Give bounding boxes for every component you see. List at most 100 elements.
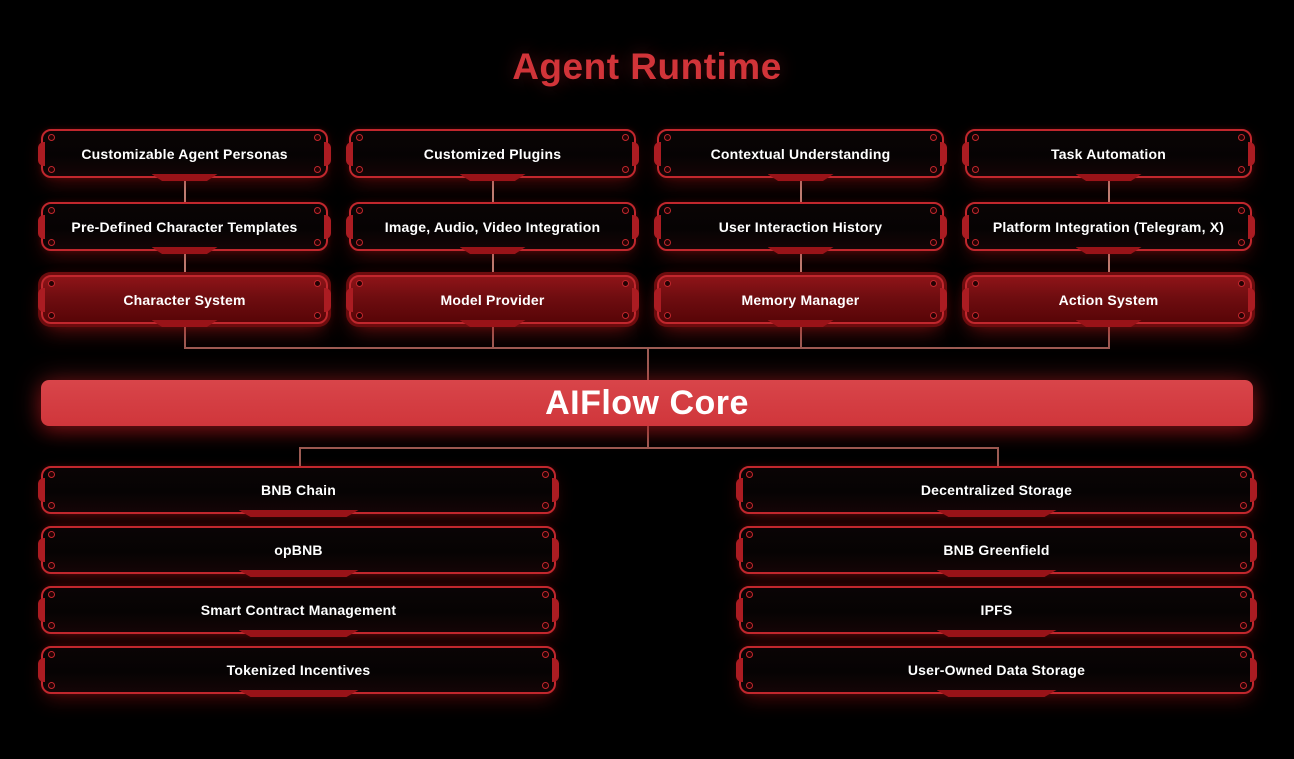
runtime-column-4: Task Automation Platform Integration (Te… xyxy=(962,129,1255,327)
bottom-notch xyxy=(767,174,834,181)
rivet-icon xyxy=(314,239,321,246)
rivet-icon xyxy=(48,239,55,246)
bottom-notch xyxy=(1075,320,1142,327)
rivet-icon xyxy=(1238,280,1245,287)
rivet-icon xyxy=(972,166,979,173)
node-contextual-understanding: Contextual Understanding xyxy=(654,129,947,181)
bottom-notch xyxy=(1075,247,1142,254)
rivet-icon xyxy=(746,622,753,629)
rivet-icon xyxy=(622,312,629,319)
rivet-icon xyxy=(972,207,979,214)
rivet-icon xyxy=(48,280,55,287)
node-character-system: Character System xyxy=(38,275,331,327)
side-tab xyxy=(1248,214,1255,239)
connector-col4-to-bus xyxy=(1108,324,1110,347)
rivet-icon xyxy=(1238,312,1245,319)
node-pre-defined-character-templates: Pre-Defined Character Templates xyxy=(38,202,331,254)
runtime-column-3: Contextual Understanding User Interactio… xyxy=(654,129,947,327)
rivet-icon xyxy=(356,207,363,214)
node-label: IPFS xyxy=(980,602,1013,618)
side-tab xyxy=(552,538,559,562)
node-label: User Interaction History xyxy=(718,218,883,235)
rivet-icon xyxy=(664,134,671,141)
side-tab xyxy=(38,287,45,312)
rivet-icon xyxy=(356,312,363,319)
connector-col2-row2-row3 xyxy=(492,251,494,276)
side-tab xyxy=(1250,538,1257,562)
node-label: Smart Contract Management xyxy=(200,602,397,618)
side-tab xyxy=(552,598,559,622)
rivet-icon xyxy=(314,134,321,141)
rivet-icon xyxy=(1238,134,1245,141)
node-user-interaction-history: User Interaction History xyxy=(654,202,947,254)
node-label: opBNB xyxy=(274,542,323,558)
aiflow-core-label: AIFlow Core xyxy=(545,383,749,422)
side-tab xyxy=(324,214,331,239)
side-tab xyxy=(346,141,353,166)
node-label: Action System xyxy=(1058,291,1159,308)
rivet-icon xyxy=(746,531,753,538)
rivet-icon xyxy=(1240,562,1247,569)
side-tab xyxy=(632,141,639,166)
node-customizable-agent-personas: Customizable Agent Personas xyxy=(38,129,331,181)
node-decentralized-storage: Decentralized Storage xyxy=(736,466,1257,517)
bottom-notch xyxy=(459,320,526,327)
node-platform-integration: Platform Integration (Telegram, X) xyxy=(962,202,1255,254)
rivet-icon xyxy=(356,134,363,141)
connector-col4-row1-row2 xyxy=(1108,178,1110,203)
side-tab xyxy=(552,658,559,682)
side-tab xyxy=(632,214,639,239)
rivet-icon xyxy=(356,166,363,173)
side-tab xyxy=(324,141,331,166)
side-tab xyxy=(552,478,559,502)
bottom-notch xyxy=(936,570,1057,577)
bottom-notch xyxy=(238,510,359,517)
node-model-provider: Model Provider xyxy=(346,275,639,327)
side-tab xyxy=(940,287,947,312)
rivet-icon xyxy=(48,591,55,598)
rivet-icon xyxy=(542,502,549,509)
rivet-icon xyxy=(314,166,321,173)
node-label: User-Owned Data Storage xyxy=(907,662,1086,678)
connector-bus-to-right-column xyxy=(997,447,999,466)
bottom-notch xyxy=(459,174,526,181)
node-ipfs: IPFS xyxy=(736,586,1257,637)
node-label: Platform Integration (Telegram, X) xyxy=(992,218,1225,235)
rivet-icon xyxy=(356,280,363,287)
side-tab xyxy=(654,141,661,166)
rivet-icon xyxy=(930,239,937,246)
aiflow-core-bar: AIFlow Core xyxy=(41,380,1253,426)
node-task-automation: Task Automation xyxy=(962,129,1255,181)
rivet-icon xyxy=(622,280,629,287)
rivet-icon xyxy=(542,591,549,598)
rivet-icon xyxy=(542,531,549,538)
rivet-icon xyxy=(1240,502,1247,509)
rivet-icon xyxy=(1238,239,1245,246)
rivet-icon xyxy=(664,166,671,173)
side-tab xyxy=(632,287,639,312)
side-tab xyxy=(1250,478,1257,502)
rivet-icon xyxy=(48,651,55,658)
node-label: Pre-Defined Character Templates xyxy=(71,218,298,235)
rivet-icon xyxy=(664,280,671,287)
bottom-notch xyxy=(936,690,1057,697)
node-label: BNB Greenfield xyxy=(943,542,1050,558)
bottom-notch xyxy=(238,690,359,697)
node-label: Memory Manager xyxy=(741,291,860,308)
side-tab xyxy=(38,538,45,562)
infrastructure-right-column: Decentralized Storage BNB Greenfield IPF… xyxy=(736,466,1257,697)
node-tokenized-incentives: Tokenized Incentives xyxy=(38,646,559,697)
side-tab xyxy=(1248,141,1255,166)
node-opbnb: opBNB xyxy=(38,526,559,577)
rivet-icon xyxy=(48,502,55,509)
side-tab xyxy=(962,214,969,239)
side-tab xyxy=(346,287,353,312)
rivet-icon xyxy=(1238,166,1245,173)
rivet-icon xyxy=(664,239,671,246)
side-tab xyxy=(38,598,45,622)
node-label: Model Provider xyxy=(440,291,545,308)
connector-col1-row1-row2 xyxy=(184,178,186,203)
rivet-icon xyxy=(972,134,979,141)
connector-bottom-bus xyxy=(299,447,997,449)
